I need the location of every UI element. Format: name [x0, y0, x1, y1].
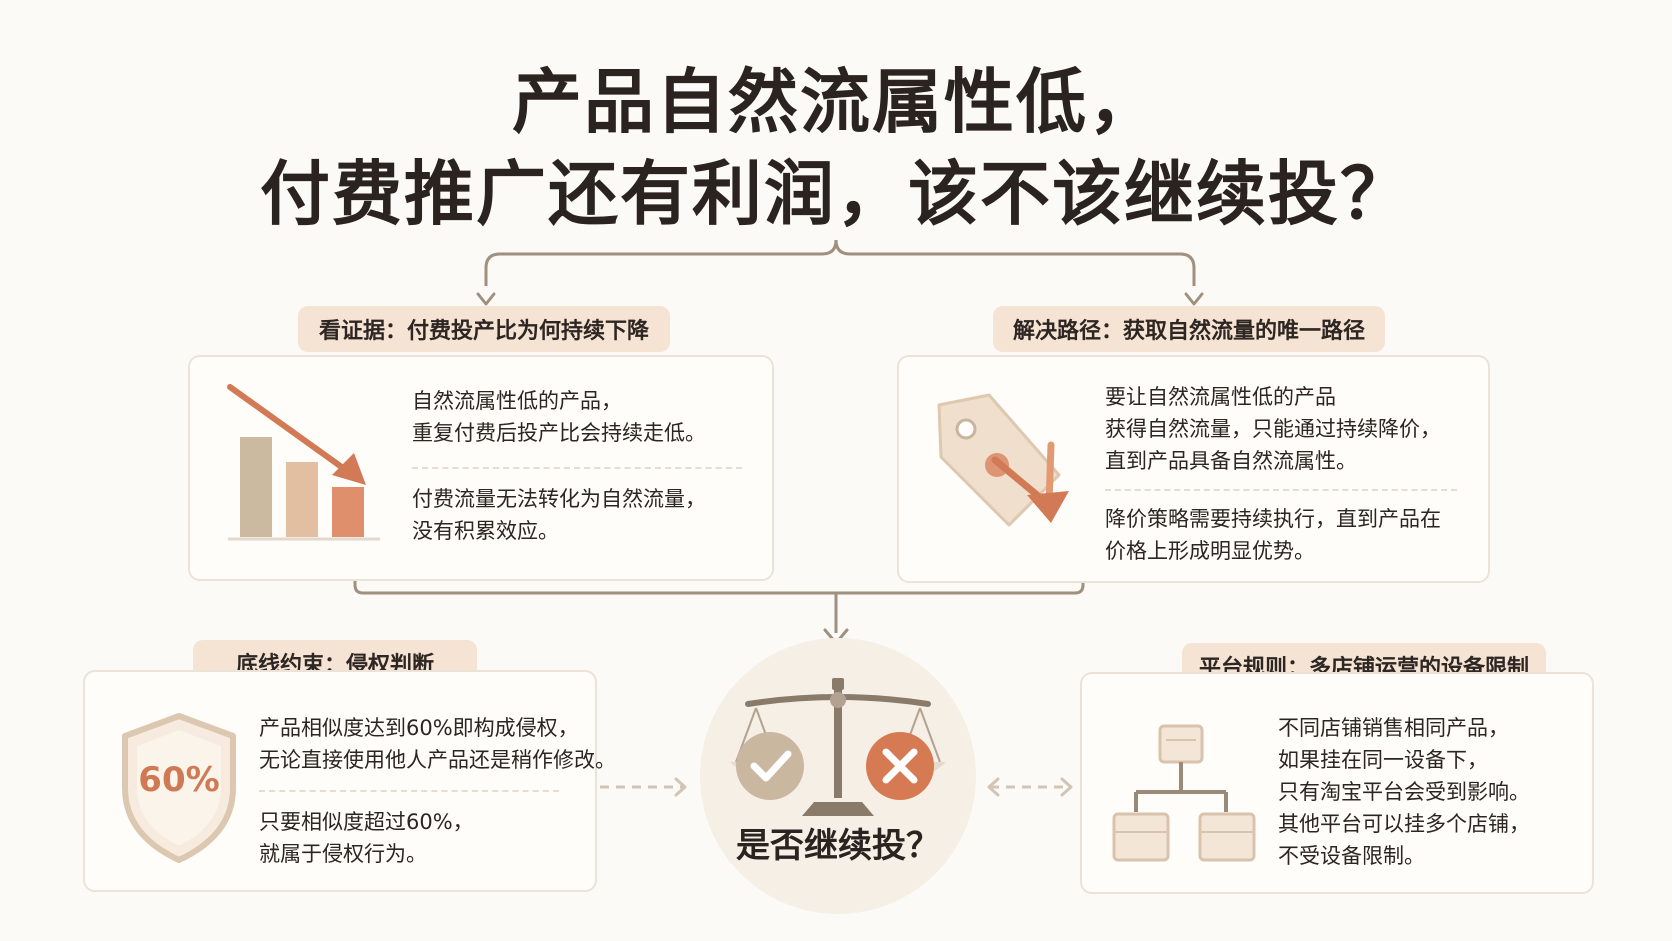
shield-percent-badge: 60% [138, 760, 220, 800]
solution-p2-line2: 价格上形成明显优势。 [1105, 539, 1315, 563]
cross-icon [866, 732, 934, 800]
solution-heading: 解决路径：获取自然流量的唯一路径 [993, 306, 1385, 352]
device-hierarchy-icon [1112, 724, 1256, 862]
bottom-line-p1-line1: 产品相似度达到60%即构成侵权， [259, 716, 579, 740]
solution-card: 要让自然流属性低的产品 获得自然流量，只能通过持续降价， 直到产品具备自然流属性… [897, 355, 1490, 583]
platform-line4: 其他平台可以挂多个店铺， [1278, 812, 1530, 836]
evidence-p2-line2: 没有积累效应。 [412, 519, 559, 543]
check-icon [736, 732, 804, 800]
balance-scale-icon [730, 678, 946, 816]
solution-p2-line1: 降价策略需要持续执行，直到产品在 [1105, 507, 1441, 531]
evidence-heading: 看证据：付费投产比为何持续下降 [298, 306, 670, 352]
bottom-line-p2-line2: 就属于侵权行为。 [259, 842, 427, 866]
platform-line1: 不同店铺销售相同产品， [1278, 716, 1509, 740]
title-line-1: 产品自然流属性低， [512, 61, 1160, 143]
declining-bar-chart-icon [227, 384, 380, 541]
evidence-divider [412, 467, 742, 469]
solution-divider [1105, 489, 1457, 491]
solution-p1-line3: 直到产品具备自然流属性。 [1105, 449, 1357, 473]
evidence-p1-line1: 自然流属性低的产品， [412, 389, 622, 413]
platform-line2: 如果挂在同一设备下， [1278, 748, 1488, 772]
evidence-card: 自然流属性低的产品， 重复付费后投产比会持续走低。 付费流量无法转化为自然流量，… [188, 355, 774, 581]
platform-card: 不同店铺销售相同产品， 如果挂在同一设备下， 只有淘宝平台会受到影响。 其他平台… [1080, 672, 1594, 894]
solution-p1-line2: 获得自然流量，只能通过持续降价， [1105, 417, 1441, 441]
price-tag-down-icon [937, 393, 1069, 527]
platform-line5: 不受设备限制。 [1278, 844, 1425, 868]
title-line-2: 付费推广还有利润，该不该继续投？ [260, 153, 1412, 235]
shield-icon [122, 713, 236, 863]
solution-p1-line1: 要让自然流属性低的产品 [1105, 385, 1336, 409]
platform-line3: 只有淘宝平台会受到影响。 [1278, 780, 1530, 804]
decision-label: 是否继续投？ [736, 826, 940, 866]
evidence-p2-line1: 付费流量无法转化为自然流量， [412, 487, 706, 511]
bottom-line-card: 60% 产品相似度达到60%即构成侵权， 无论直接使用他人产品还是稍作修改。 只… [83, 670, 616, 892]
bottom-line-p2-line1: 只要相似度超过60%， [259, 810, 474, 834]
bottom-line-p1-line2: 无论直接使用他人产品还是稍作修改。 [259, 748, 616, 772]
bottom-line-divider [259, 790, 559, 792]
evidence-p1-line2: 重复付费后投产比会持续走低。 [412, 421, 706, 445]
